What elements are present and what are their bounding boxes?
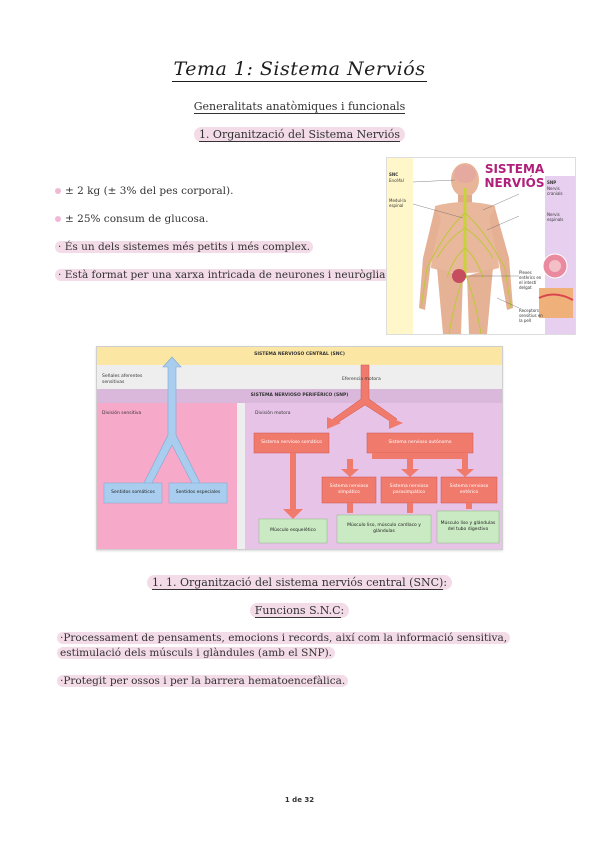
snc-band-label: SISTEMA NERVIOSO CENTRAL (SNC)	[254, 352, 345, 357]
parasympathetic-box: Sistema nervioso parasimpático	[389, 484, 429, 495]
page-subtitle: Generalitats anatòmiques i funcionals	[193, 100, 406, 114]
motor-division-label: División motora	[255, 411, 291, 416]
efferent-label: Eferencia motora	[342, 377, 381, 382]
paragraph-protection: ·Protegit per ossos i per la barrera hem…	[57, 674, 537, 689]
autonomic-ns-box: Sistema nervioso autónomo	[388, 440, 452, 445]
bullet-icon	[55, 188, 61, 194]
somatic-senses-box: Sentidos somáticos	[111, 490, 155, 495]
figure-label: Plexes entèrics en el intestí delgat	[519, 270, 542, 290]
somatic-ns-box: Sistema nervioso somático	[261, 440, 322, 445]
figure-label: Receptors sensitius en la pell	[519, 308, 543, 323]
bullet-item: · Està format per una xarxa intricada de…	[55, 269, 392, 281]
figure-label: Encèfal	[389, 178, 404, 183]
sympathetic-box: Sistema nervioso simpático	[329, 484, 369, 495]
page-number: 1 de 32	[284, 796, 315, 804]
afferent-label: Señales aferentes sensitivas	[102, 374, 143, 385]
bullet-icon	[55, 216, 61, 222]
nervous-system-figure: SISTEMA NERVIÓS	[386, 157, 576, 335]
nervous-system-organization-diagram: SISTEMA NERVIOSO CENTRAL (SNC) SISTEMA N…	[96, 346, 503, 550]
snc-label-column	[387, 158, 413, 334]
smooth-muscle-box: Músculo liso, músculo cardíaco y glándul…	[347, 523, 421, 534]
figure-label: SNP	[547, 180, 557, 185]
figure-title: SISTEMA NERVIÓS	[484, 162, 545, 190]
figure-label: Nervis espinals	[547, 212, 564, 222]
section-heading-1: 1. Organització del Sistema Nerviós	[0, 127, 599, 142]
skeletal-muscle-box: Músculo esquelético	[270, 528, 316, 533]
human-body-illustration	[412, 163, 574, 334]
diagram-graphics	[97, 347, 502, 549]
special-senses-box: Sentidos especiales	[175, 490, 221, 495]
figure-label: Nervis cranials	[547, 186, 563, 196]
figure-label: Medul·la espinal	[389, 198, 406, 208]
digestive-box: Músculo liso y glándulas del tubo digest…	[440, 521, 496, 532]
enteric-box: Sistema nervioso entérico	[449, 484, 489, 495]
section-heading-funcions: Funcions S.N.C:	[0, 603, 599, 618]
sensory-division-label: División sensitiva	[102, 411, 142, 416]
paragraph-functions: ·Processament de pensaments, emocions i …	[57, 631, 537, 661]
snp-band-label: SISTEMA NERVIOSO PERIFÉRICO (SNP)	[250, 393, 349, 398]
bullet-item: · És un dels sistemes més petits i més c…	[55, 241, 314, 253]
figure-label: SNC	[389, 172, 399, 177]
bullet-item: ± 25% consum de glucosa.	[55, 213, 209, 225]
bullet-item: ± 2 kg (± 3% del pes corporal).	[55, 185, 233, 197]
section-heading-1-1: 1. 1. Organització del sistema nerviós c…	[0, 575, 599, 590]
page-title: Tema 1: Sistema Nerviós	[171, 58, 428, 82]
